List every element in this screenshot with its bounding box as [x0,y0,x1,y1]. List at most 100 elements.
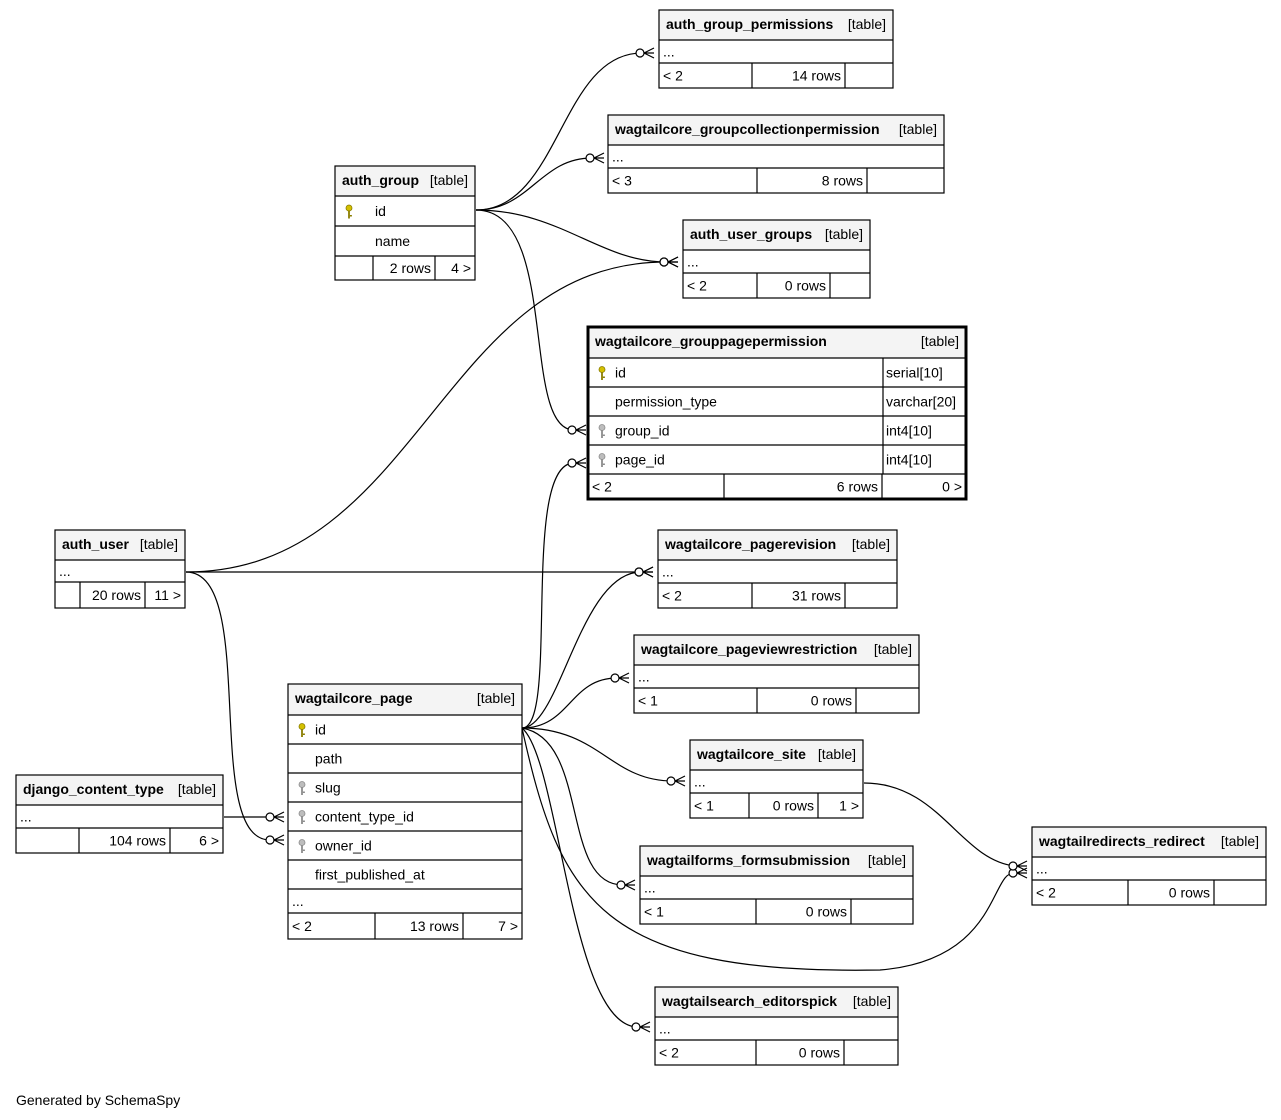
column-name: ... [59,563,71,579]
table-grid [634,664,919,689]
column-name: id [375,203,386,219]
table-name: wagtailsearch_editorspick [661,993,837,1009]
foreign-key-icon [598,453,606,467]
parent-count: < 1 [694,798,714,814]
table-name: wagtailcore_pageviewrestriction [640,641,857,657]
table-type-label: [table] [852,536,890,552]
column-row: ... [612,149,624,165]
footer-text: Generated by SchemaSpy [16,1092,181,1108]
foreign-key-icon [298,781,306,795]
relationship-ag-wgpp [475,209,587,436]
table-wagtailforms_formsubmission[interactable]: wagtailforms_formsubmission [table]... < 1… [639,845,914,925]
foreign-key-icon [298,810,306,824]
table-type-label: [table] [853,993,891,1009]
table-type-label: [table] [140,536,178,552]
relationship-dct-wp [224,811,285,823]
table-wagtailcore_pageviewrestriction[interactable]: wagtailcore_pageviewrestriction [table]..… [633,634,920,714]
parent-count: < 2 [687,278,707,294]
column-row: id [298,722,326,738]
relationship-au-wpr [185,566,654,578]
table-grid [683,249,870,274]
table-grid [608,144,944,169]
row-count: 0 rows [1169,885,1210,901]
column-name: ... [292,893,304,909]
table-name: wagtailforms_formsubmission [646,852,850,868]
row-count: 0 rows [806,904,847,920]
column-name: ... [663,44,675,60]
relationship-wp-ws [521,727,686,787]
row-count: 14 rows [792,68,841,84]
column-type: int4[10] [886,423,932,439]
column-row: path [315,751,342,767]
relationship-wp-wff [521,727,636,891]
foreign-key-icon [298,839,306,853]
table-grid [55,559,185,583]
column-row: ... [662,564,674,580]
relationship-lines [185,47,1028,1033]
table-grid [16,804,223,829]
table-grid [640,875,913,900]
column-name: ... [644,880,656,896]
column-row: owner_id [298,838,372,854]
column-name: permission_type [615,394,717,410]
column-row: ... [644,880,656,896]
column-name: ... [1036,861,1048,877]
child-count: 1 > [839,798,859,814]
column-type: int4[10] [886,452,932,468]
table-grid [658,559,897,584]
table-name: wagtailcore_page [294,690,413,706]
table-wagtailcore_groupcollectionpermission[interactable]: wagtailcore_groupcollectionpermission[ta… [607,114,945,194]
primary-key-icon [345,204,353,219]
column-name: name [375,233,410,249]
child-count: 7 > [498,918,518,934]
column-name: ... [694,774,706,790]
column-row: ... [638,669,650,685]
column-name: owner_id [315,838,372,854]
parent-count: < 3 [612,173,632,189]
table-grid [690,769,863,794]
table-name: auth_group [342,172,419,188]
column-name: page_id [615,452,665,468]
relationship-au-aug [185,256,679,573]
relationship-wp-wse [521,727,651,1033]
table-type-label: [table] [874,641,912,657]
child-count: 11 > [154,587,181,603]
column-type: varchar[20] [886,394,956,410]
table-type-label: [table] [1221,833,1259,849]
row-count: 2 rows [390,260,431,276]
relationship-ws-wrr [863,782,1028,872]
row-count: 8 rows [822,173,863,189]
column-row: name [375,233,410,249]
column-row: first_published_at [315,867,425,883]
table-wagtailcore_page[interactable]: wagtailcore_page[table]idpathslugcontent… [287,683,523,940]
table-wagtailcore_grouppagepermission[interactable]: wagtailcore_grouppagepermission[table]id… [586,325,968,501]
relationship-wp-wpvr [521,672,630,729]
table-type-label: [table] [868,852,906,868]
table-type-label: [table] [477,690,515,706]
relationship-wp-wrr [521,727,1028,971]
table-name: wagtailredirects_redirect [1038,833,1205,849]
foreign-key-icon [598,424,606,438]
column-row: ... [1036,861,1048,877]
table-name: auth_user_groups [690,226,812,242]
column-row: ... [20,809,32,825]
column-row: ... [694,774,706,790]
row-count: 104 rows [109,833,166,849]
table-type-label: [table] [825,226,863,242]
column-name: content_type_id [315,809,414,825]
